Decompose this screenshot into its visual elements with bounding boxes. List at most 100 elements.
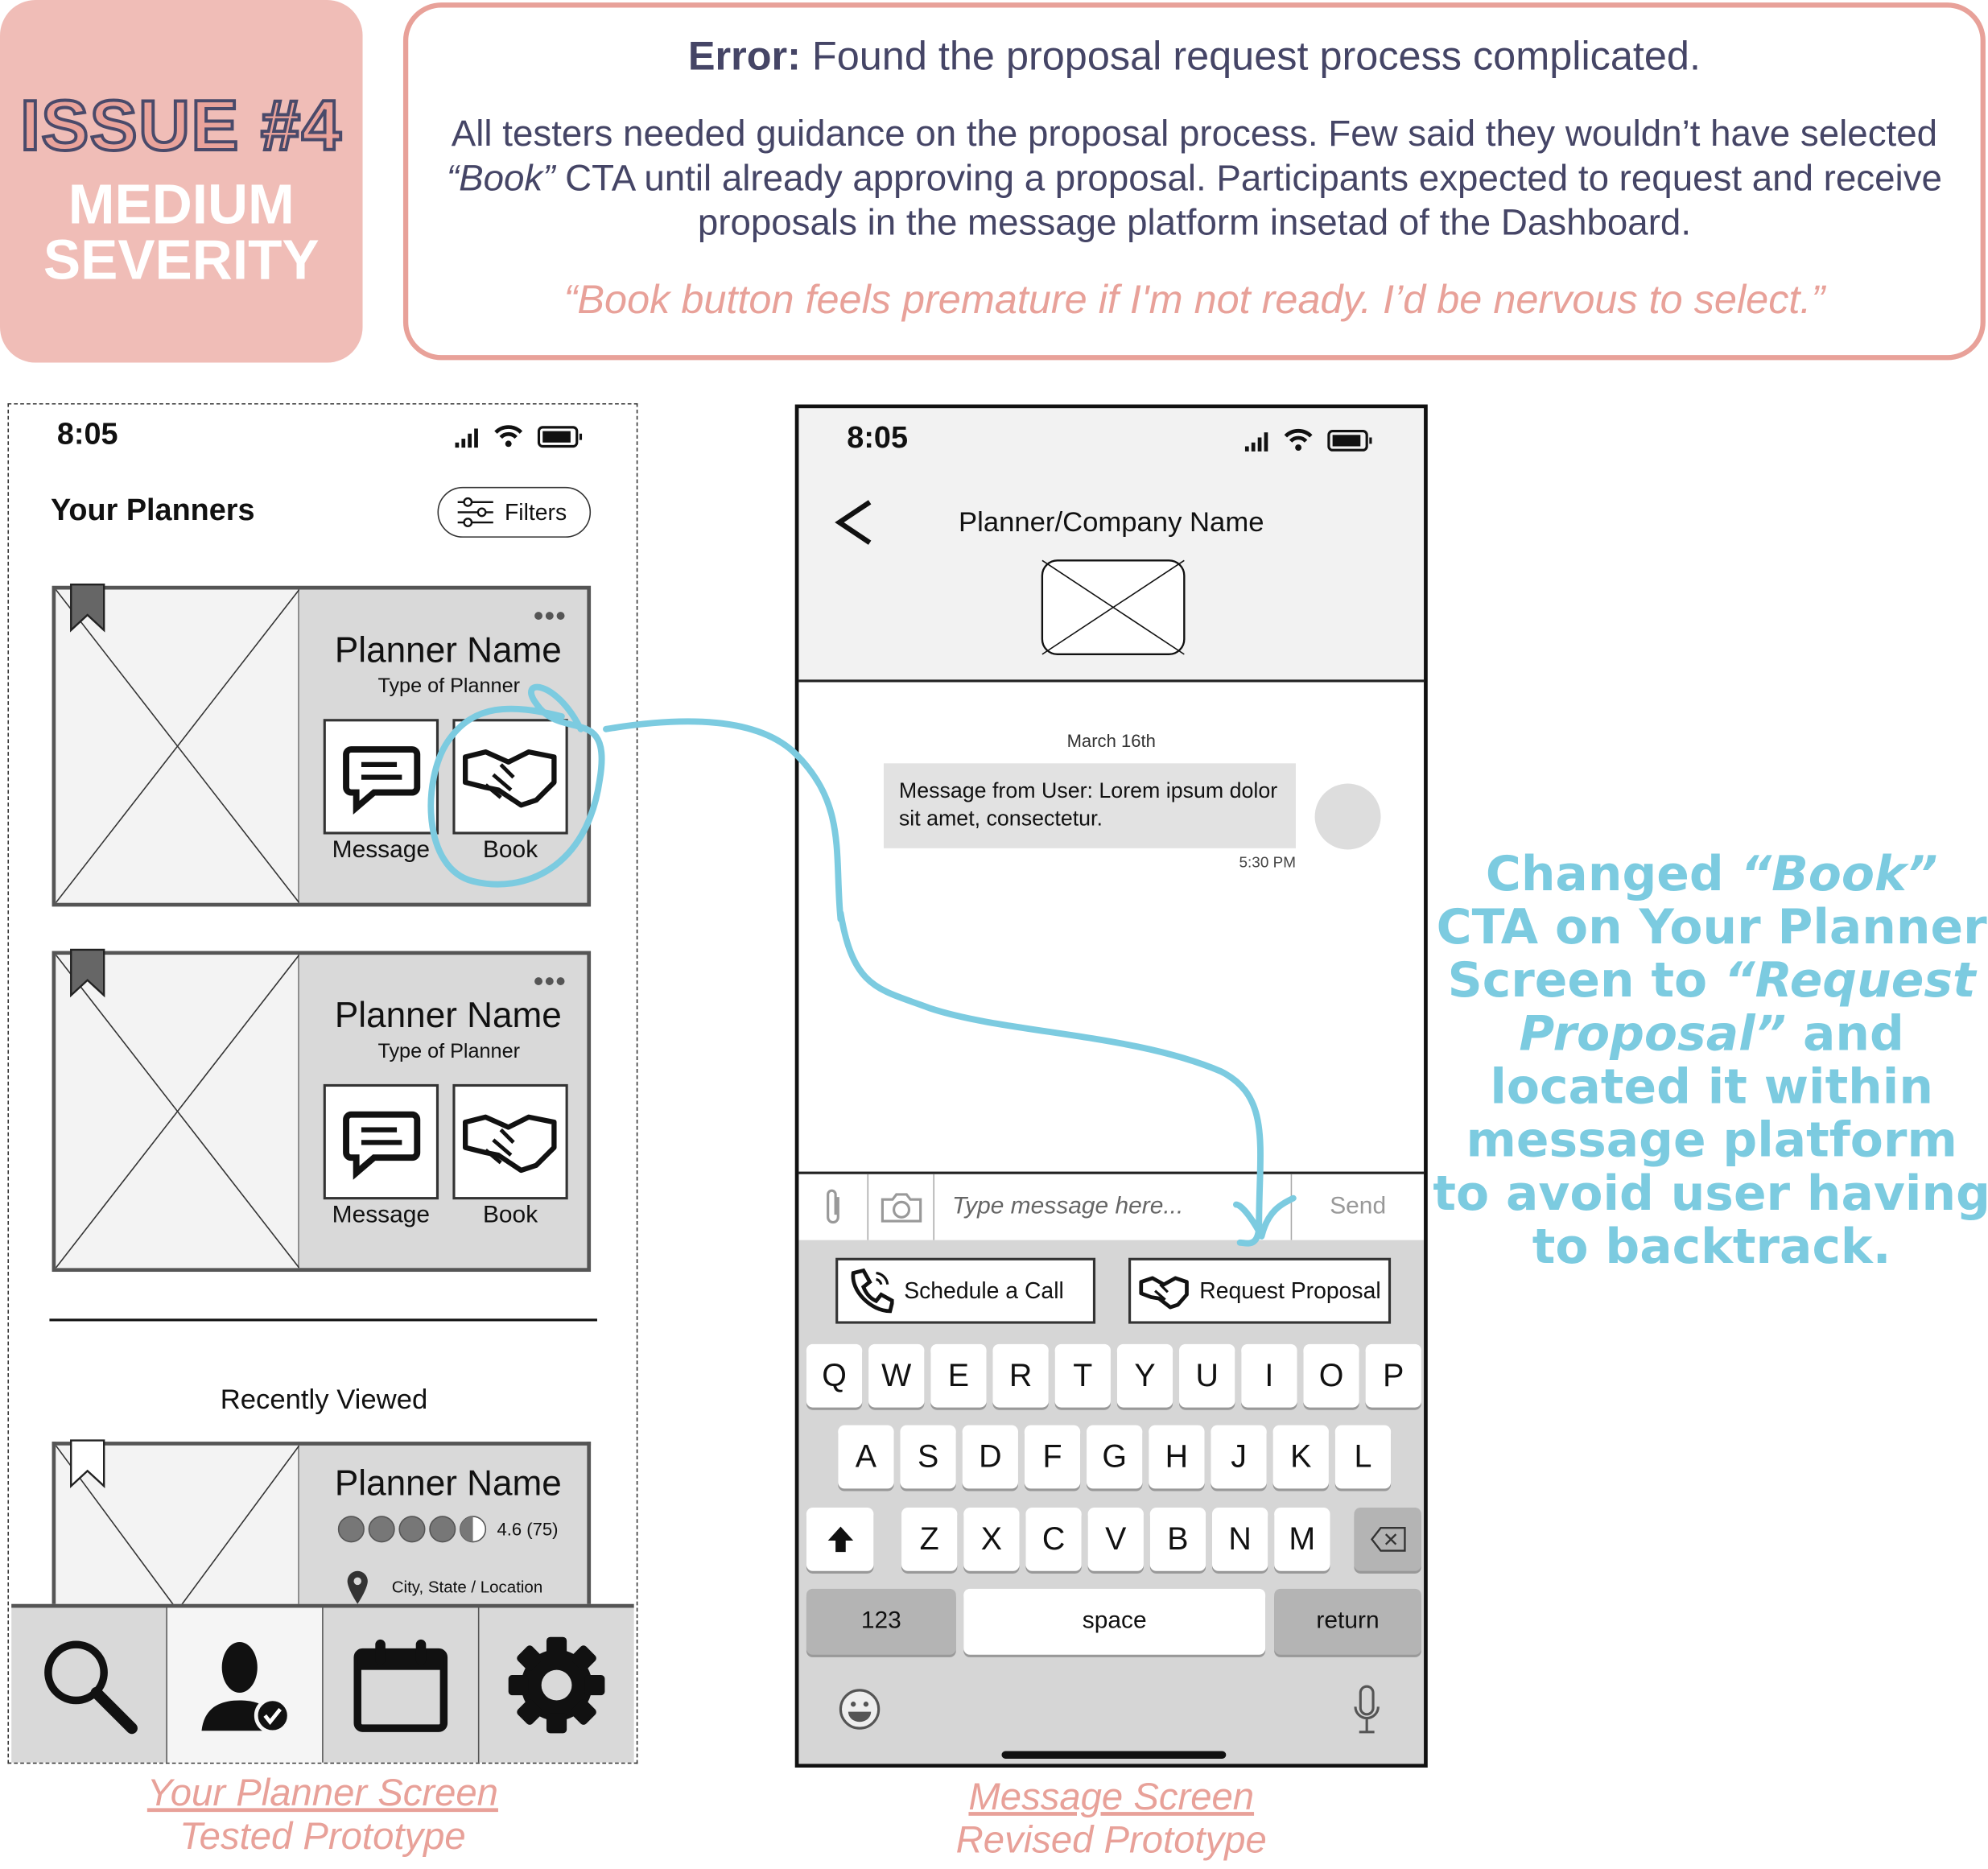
section-divider (49, 1318, 597, 1322)
camera-icon (881, 1193, 922, 1223)
chat-header: 8:05 Planner/Company Name (798, 408, 1425, 683)
left-caption: Your Planner Screen Tested Prototype (7, 1772, 637, 1859)
key-q[interactable]: Q (806, 1343, 863, 1408)
backspace-icon (1370, 1527, 1405, 1552)
tab-calendar[interactable] (324, 1607, 480, 1763)
key-k[interactable]: K (1272, 1425, 1329, 1489)
error-title: Error: Found the proposal request proces… (408, 33, 1980, 80)
request-proposal-button[interactable]: Request Proposal (1128, 1257, 1392, 1324)
message-bubble: Message from User: Lorem ipsum dolor sit… (883, 763, 1296, 848)
rating-circle (460, 1516, 487, 1543)
key-s[interactable]: S (900, 1425, 956, 1489)
key-o[interactable]: O (1303, 1343, 1359, 1408)
message-label: Message (332, 836, 431, 864)
camera-button[interactable] (868, 1174, 934, 1240)
message-button[interactable] (323, 1083, 439, 1200)
key-j[interactable]: J (1211, 1425, 1267, 1489)
rating-circle (398, 1516, 426, 1543)
handshake-icon (1139, 1276, 1189, 1310)
rating-circles (337, 1516, 487, 1543)
key-b[interactable]: B (1149, 1508, 1206, 1571)
filters-button[interactable]: Filters (437, 486, 592, 538)
suggestion-label: Schedule a Call (904, 1277, 1064, 1303)
book-label: Book (482, 836, 538, 864)
search-icon (44, 1640, 138, 1735)
severity-line-1: MEDIUM (68, 173, 295, 237)
key-w[interactable]: W (868, 1343, 925, 1408)
key-f[interactable]: F (1024, 1425, 1081, 1489)
rating-text: 4.6 (75) (497, 1519, 559, 1540)
key-d[interactable]: D (962, 1425, 1018, 1489)
message-input[interactable]: Type message here... (934, 1174, 1293, 1240)
book-button[interactable] (452, 1083, 568, 1200)
planner-card[interactable]: ••• Planner Name Type of Planner Message… (52, 948, 592, 1273)
message-label: Message (332, 1202, 431, 1229)
recently-viewed-title: Recently Viewed (220, 1383, 428, 1416)
keyboard: Schedule a Call Request Proposal 123 spa… (798, 1240, 1425, 1764)
return-key[interactable]: return (1274, 1588, 1421, 1655)
planner-card[interactable]: ••• Planner Name Type of Planner Message… (52, 584, 592, 907)
avatar (1314, 783, 1381, 850)
key-m[interactable]: M (1274, 1508, 1330, 1571)
location-pin-icon (347, 1570, 368, 1604)
back-chevron-icon[interactable] (831, 497, 875, 548)
sliders-icon (457, 497, 493, 527)
image-placeholder (55, 954, 300, 1269)
key-r[interactable]: R (992, 1343, 1049, 1408)
tab-bar (11, 1603, 634, 1763)
chat-icon (343, 746, 421, 815)
status-icons (1244, 429, 1372, 452)
space-key[interactable]: space (963, 1588, 1266, 1655)
key-n[interactable]: N (1211, 1508, 1268, 1571)
backspace-key[interactable] (1354, 1508, 1421, 1571)
book-label: Book (482, 1202, 538, 1229)
emoji-icon[interactable] (837, 1686, 883, 1732)
send-button[interactable]: Send (1330, 1193, 1387, 1220)
key-z[interactable]: Z (901, 1508, 958, 1571)
key-e[interactable]: E (930, 1343, 987, 1408)
key-p[interactable]: P (1365, 1343, 1421, 1408)
key-x[interactable]: X (963, 1508, 1020, 1571)
key-l[interactable]: L (1334, 1425, 1392, 1489)
paperclip-icon (827, 1189, 839, 1224)
key-h[interactable]: H (1149, 1425, 1205, 1489)
bookmark-icon[interactable] (68, 582, 106, 633)
more-options-icon[interactable]: ••• (534, 964, 567, 997)
shift-key[interactable] (806, 1508, 874, 1571)
key-u[interactable]: U (1179, 1343, 1235, 1408)
recent-planner-card[interactable]: Planner Name 4.6 (75) City, State / Loca… (52, 1439, 592, 1619)
schedule-call-button[interactable]: Schedule a Call (835, 1257, 1096, 1324)
tab-search[interactable] (11, 1607, 167, 1763)
planner-name: Planner Name (334, 995, 562, 1035)
bookmark-outline-icon[interactable] (68, 1438, 106, 1488)
tab-profile[interactable] (167, 1607, 324, 1763)
attach-button[interactable] (798, 1174, 869, 1240)
key-g[interactable]: G (1087, 1425, 1143, 1489)
microphone-icon[interactable] (1351, 1684, 1382, 1737)
caption-title: Message Screen (968, 1776, 1255, 1818)
tab-settings[interactable] (479, 1607, 633, 1762)
rating-circle (337, 1516, 365, 1543)
message-button[interactable] (323, 719, 439, 835)
book-button[interactable] (452, 719, 568, 835)
key-c[interactable]: C (1025, 1508, 1082, 1571)
key-a[interactable]: A (838, 1425, 894, 1489)
planner-type: Type of Planner (377, 675, 520, 698)
key-t[interactable]: T (1054, 1343, 1111, 1408)
status-icons (455, 425, 583, 448)
key-v[interactable]: V (1087, 1508, 1144, 1571)
more-options-icon[interactable]: ••• (534, 600, 567, 632)
caption-subtitle: Revised Prototype (955, 1819, 1267, 1862)
message-input-bar: Type message here... Send (798, 1171, 1425, 1240)
key-y[interactable]: Y (1116, 1343, 1173, 1408)
bookmark-icon[interactable] (68, 947, 106, 998)
status-time: 8:05 (56, 417, 118, 452)
key-i[interactable]: I (1241, 1343, 1297, 1408)
rating-circle (368, 1516, 395, 1543)
home-indicator (1001, 1751, 1227, 1759)
caption-subtitle: Tested Prototype (179, 1815, 466, 1858)
numbers-key[interactable]: 123 (806, 1588, 956, 1655)
planner-name: Planner Name (334, 629, 562, 670)
profile-icon (201, 1642, 291, 1735)
